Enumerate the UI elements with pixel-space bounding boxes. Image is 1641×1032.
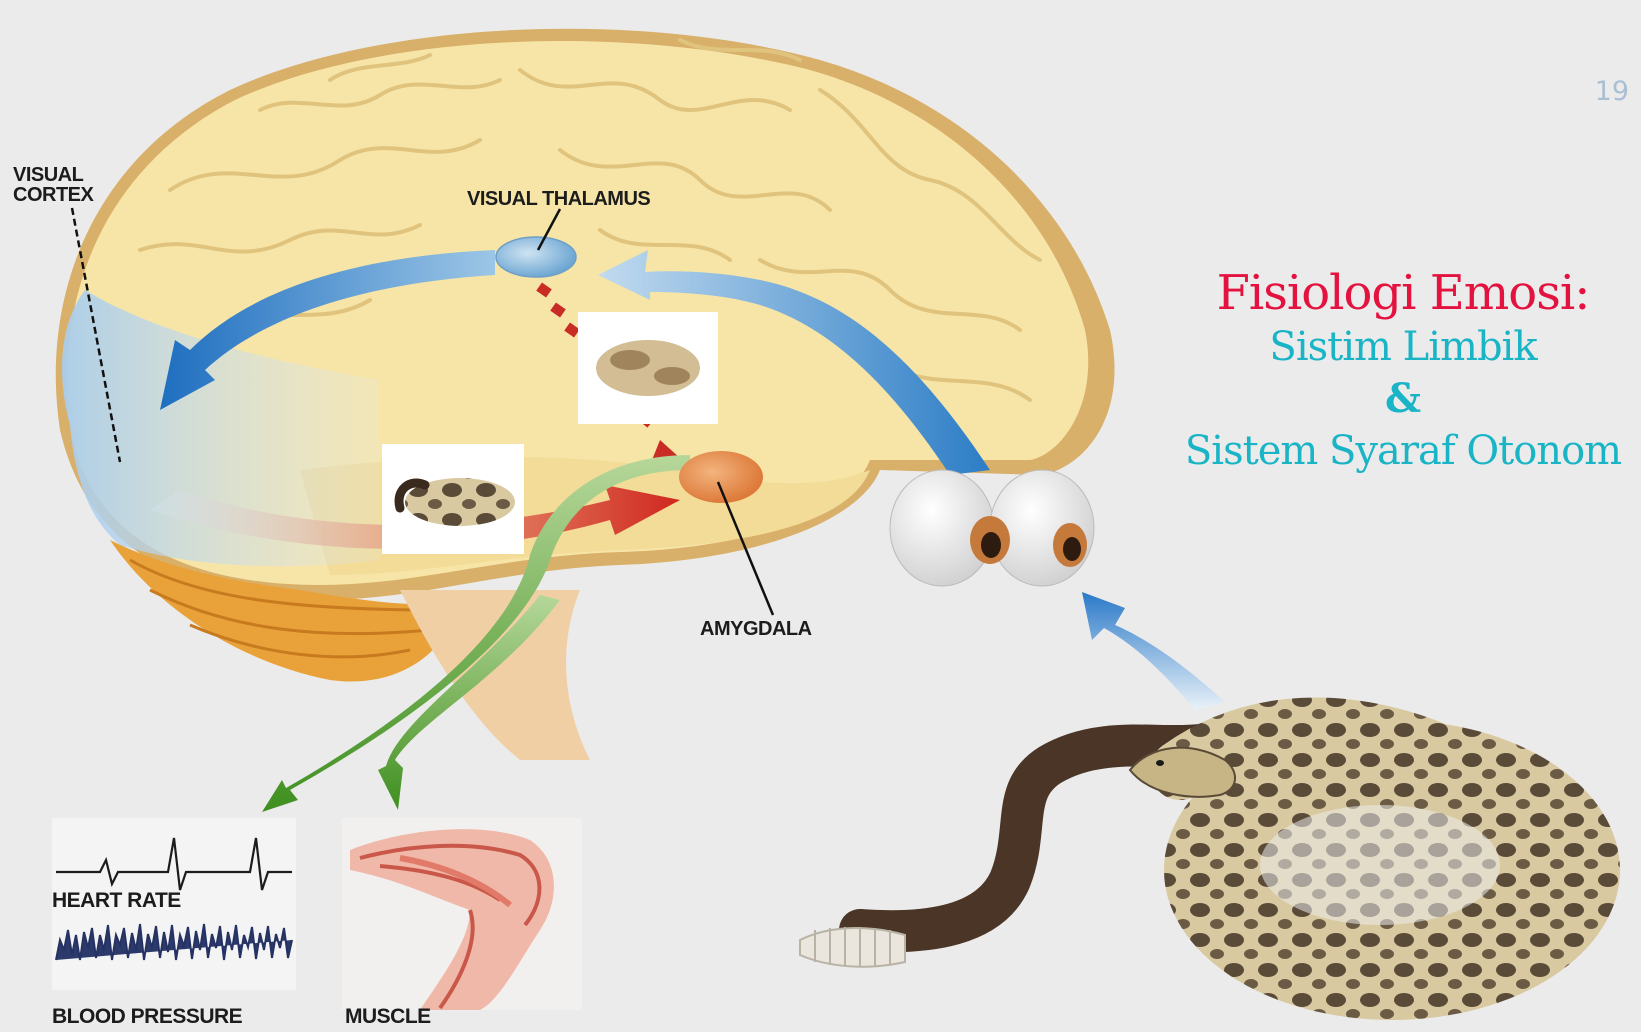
muscle-label: MUSCLE: [345, 1006, 431, 1027]
visual-thalamus-label: VISUAL THALAMUS: [467, 189, 650, 209]
visual-thalamus: [496, 237, 576, 277]
page-number: 19: [1595, 76, 1629, 107]
slide-title: Fisiologi Emosi:: [1170, 265, 1636, 321]
snake-inset: [382, 444, 524, 554]
eyes: [890, 470, 1094, 586]
slide-subtitle-line2: Sistem Syaraf Otonom: [1170, 425, 1636, 477]
slide-subtitle-line1: Sistim Limbik: [1170, 321, 1636, 373]
blurred-snake-inset: [578, 312, 718, 424]
muscle-panel: [342, 818, 582, 1010]
amygdala-label: AMYGDALA: [700, 619, 812, 639]
visual-cortex-label-line2: CORTEX: [13, 185, 93, 205]
brain-stem: [400, 590, 590, 760]
title-block: Fisiologi Emosi: Sistim Limbik & Sistem …: [1170, 265, 1636, 477]
heart-rate-label: HEART RATE: [52, 890, 181, 911]
rattlesnake: [800, 720, 1620, 1020]
blood-pressure-label: BLOOD PRESSURE: [52, 1006, 242, 1027]
snake-to-eyes-arrow: [1082, 592, 1225, 710]
slide-subtitle-ampersand: &: [1170, 373, 1636, 425]
amygdala: [679, 451, 763, 503]
visual-cortex-label-line1: VISUAL: [13, 165, 83, 185]
